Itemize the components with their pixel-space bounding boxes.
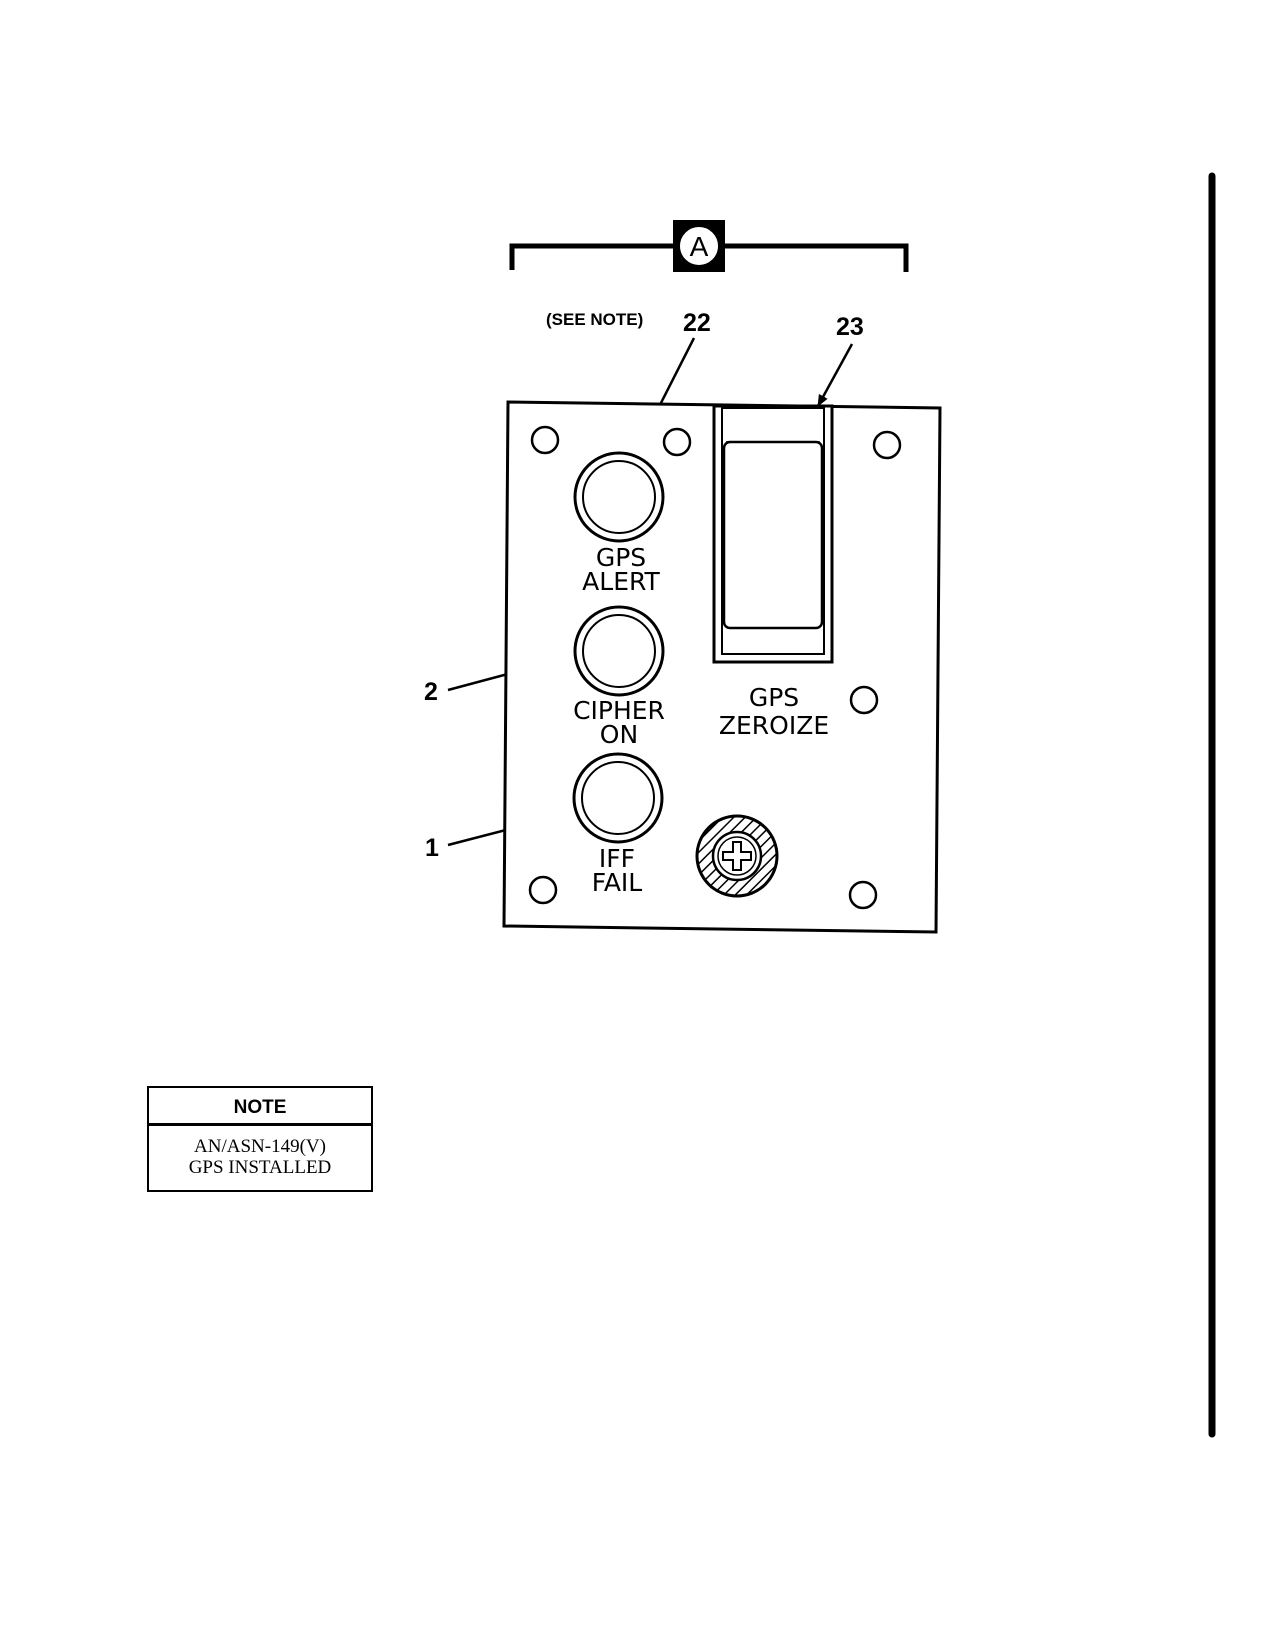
mounting-hole-bottom-right — [848, 880, 878, 910]
callout-2: 2 — [424, 678, 438, 706]
indicator-label-gps: GPS — [596, 543, 646, 572]
leader-23 — [816, 343, 854, 407]
phillips-cross-icon — [722, 841, 752, 871]
gps-zeroize-switch[interactable] — [712, 404, 834, 664]
indicator-label-alert: ALERT — [582, 567, 660, 596]
indicator-label-iff: IFF — [599, 844, 635, 873]
indicator-label-cipher: CIPHER — [573, 696, 665, 725]
mounting-hole-top-mid — [662, 427, 692, 457]
cipher-on-indicator[interactable] — [573, 605, 665, 697]
view-letter: A — [690, 231, 709, 262]
view-bracket: A — [509, 220, 909, 272]
gps-alert-indicator[interactable] — [573, 451, 665, 543]
switch-label-gps: GPS — [749, 683, 799, 712]
callout-1: 1 — [425, 834, 439, 862]
callout-23: 23 — [836, 313, 864, 341]
panel-screw — [695, 814, 779, 898]
indicator-label-fail: FAIL — [592, 868, 643, 897]
indicator-label-on: ON — [600, 720, 638, 749]
see-note-label: (SEE NOTE) — [546, 310, 643, 329]
note-title: NOTE — [149, 1088, 371, 1126]
switch-label-zeroize: ZEROIZE — [719, 711, 829, 740]
mounting-hole-top-left — [530, 425, 560, 455]
mounting-hole-mid-right — [849, 685, 879, 715]
mounting-hole-top-right — [872, 430, 902, 460]
callout-22: 22 — [683, 309, 711, 337]
mounting-hole-bottom-left — [528, 875, 558, 905]
note-line-1: AN/ASN-149(V) — [194, 1136, 326, 1157]
iff-fail-indicator[interactable] — [572, 752, 664, 844]
note-box: NOTE AN/ASN-149(V) GPS INSTALLED — [147, 1086, 373, 1192]
note-body: AN/ASN-149(V) GPS INSTALLED — [149, 1126, 371, 1178]
note-line-2: GPS INSTALLED — [188, 1157, 332, 1178]
